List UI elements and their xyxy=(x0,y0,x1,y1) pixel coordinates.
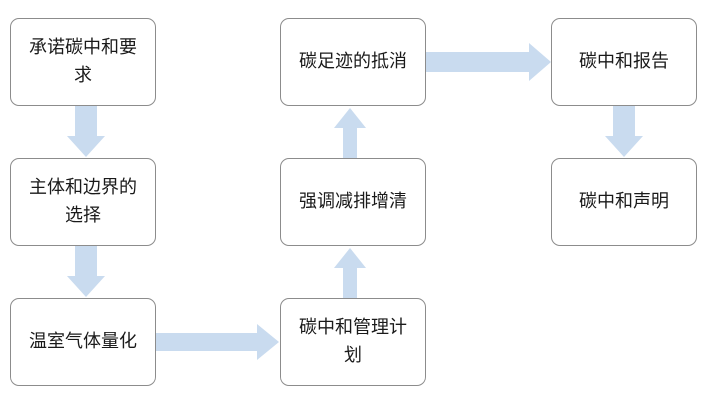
step-commit: 承诺碳中和要求 xyxy=(10,18,156,106)
step-report: 碳中和报告 xyxy=(551,18,697,106)
step-plan-label: 碳中和管理计划 xyxy=(299,317,407,366)
arrow-report-to-declare xyxy=(605,106,643,157)
step-commit-label: 承诺碳中和要求 xyxy=(29,37,137,86)
step-plan: 碳中和管理计划 xyxy=(280,298,426,386)
arrow-reduce-to-offset xyxy=(334,108,366,158)
arrow-offset-to-report xyxy=(426,43,551,81)
arrow-commit-to-scope xyxy=(67,106,105,157)
step-quantify: 温室气体量化 xyxy=(10,298,156,386)
step-offset: 碳足迹的抵消 xyxy=(280,18,426,106)
step-scope: 主体和边界的选择 xyxy=(10,158,156,246)
arrow-scope-to-quantify xyxy=(67,246,105,297)
step-scope-label: 主体和边界的选择 xyxy=(29,177,137,226)
step-declare: 碳中和声明 xyxy=(551,158,697,246)
step-offset-label: 碳足迹的抵消 xyxy=(299,51,407,72)
arrow-quantify-to-plan xyxy=(156,324,279,360)
step-declare-label: 碳中和声明 xyxy=(579,191,669,212)
step-reduce-label: 强调减排增清 xyxy=(299,191,407,212)
step-reduce: 强调减排增清 xyxy=(280,158,426,246)
step-quantify-label: 温室气体量化 xyxy=(29,331,137,352)
step-report-label: 碳中和报告 xyxy=(579,51,669,72)
arrow-plan-to-reduce xyxy=(334,248,366,298)
